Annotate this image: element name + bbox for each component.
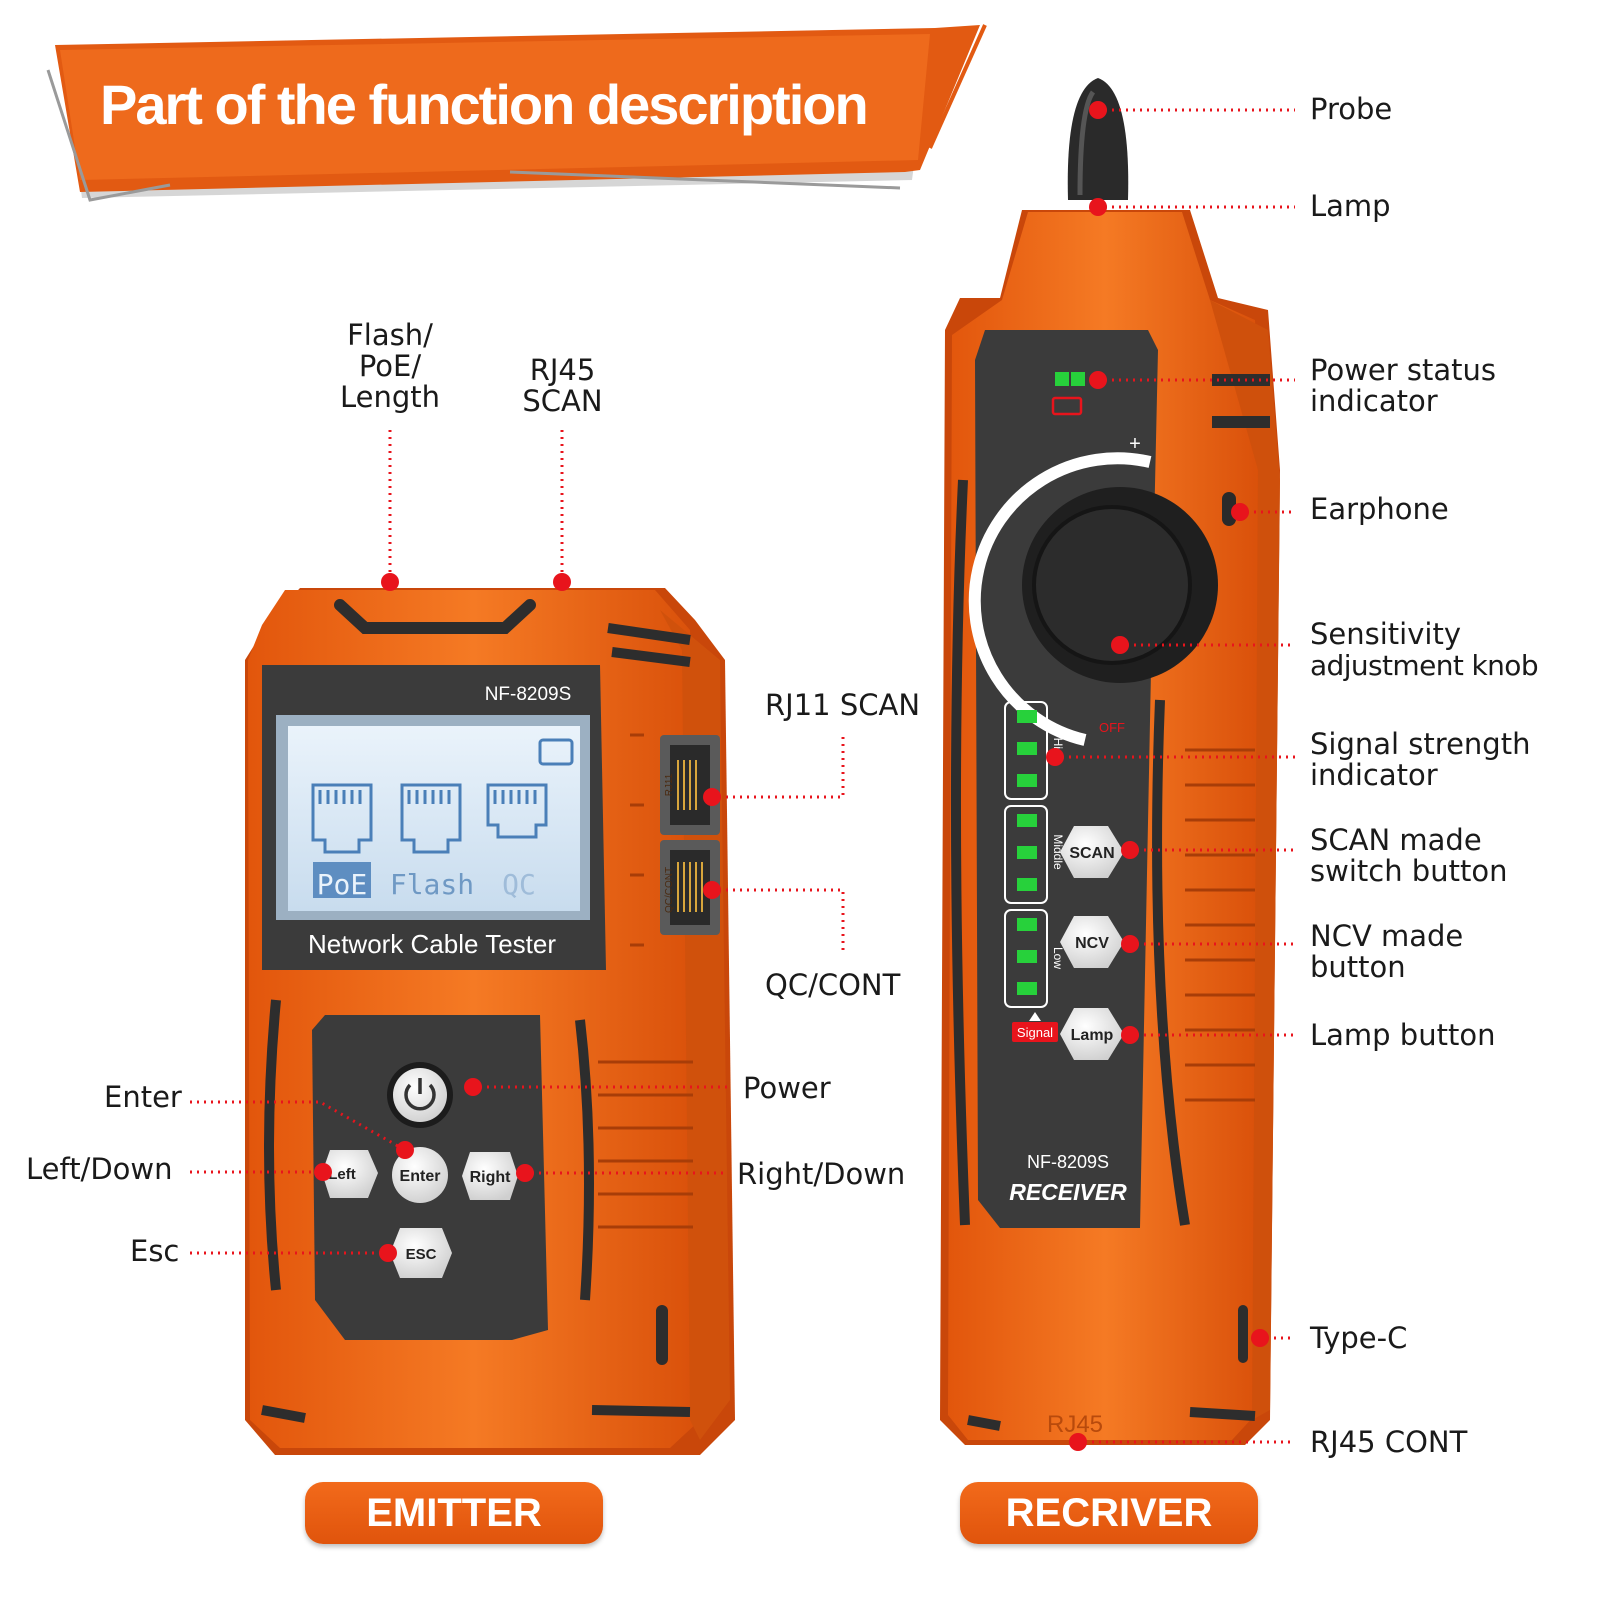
callout-signal-strength: Signal strength indicator xyxy=(1310,729,1530,791)
title-banner xyxy=(46,24,987,202)
screen-mode-flash: Flash xyxy=(390,868,474,901)
callout-line: Flash/ xyxy=(347,318,433,352)
callout-sensitivity: Sensitivity adjustment knob xyxy=(1310,617,1539,682)
callout-line: indicator xyxy=(1310,384,1438,418)
callout-line: Sensitivity xyxy=(1310,617,1461,651)
callout-rj11-scan: RJ11 SCAN xyxy=(765,688,921,722)
callout-line: RJ45 xyxy=(529,353,596,387)
callout-scan-switch: SCAN made switch button xyxy=(1310,825,1507,887)
page-title: Part of the function description xyxy=(100,73,869,136)
callout-right-down: Right/Down xyxy=(737,1157,906,1191)
callout-earphone: Earphone xyxy=(1310,492,1449,526)
callout-line: Power status xyxy=(1310,353,1497,387)
receiver-model: NF-8209S xyxy=(1027,1152,1109,1172)
port-label-qc: QC/CONT xyxy=(664,867,675,913)
rj45-mark: RJ45 xyxy=(1047,1411,1103,1438)
callout-line: Signal strength xyxy=(1310,727,1531,761)
scan-button-label: SCAN xyxy=(1069,845,1114,862)
callout-line: NCV made xyxy=(1310,919,1464,953)
emitter-device: Left Enter Right ESC xyxy=(245,588,735,1455)
left-button-label: Left xyxy=(328,1166,356,1183)
screen-mode-qc: QC xyxy=(502,868,536,901)
receiver-device: + OFF Signal High Middle Low SCAN NCV La… xyxy=(940,78,1280,1445)
callout-lines xyxy=(190,108,1295,1444)
callout-rj45-cont: RJ45 CONT xyxy=(1310,1425,1468,1459)
level-low-label: Low xyxy=(1051,947,1065,969)
callout-line: PoE/ xyxy=(358,349,422,383)
callout-qc-cont: QC/CONT xyxy=(765,968,901,1002)
callout-power: Power xyxy=(743,1071,831,1105)
receiver-label: RECRIVER xyxy=(960,1482,1258,1544)
level-middle-label: Middle xyxy=(1051,834,1065,870)
port-label-rj11: RJ11 xyxy=(664,773,675,796)
callout-esc: Esc xyxy=(130,1234,180,1268)
callout-line: switch button xyxy=(1310,854,1508,888)
callout-ncv-button: NCV made button xyxy=(1310,921,1463,983)
right-button-label: Right xyxy=(470,1169,512,1186)
callout-line: Length xyxy=(339,380,441,414)
esc-button-label: ESC xyxy=(406,1246,437,1263)
screen-mode-poe: PoE xyxy=(317,868,368,901)
knob-off-mark: OFF xyxy=(1099,720,1125,735)
receiver-name: RECEIVER xyxy=(1009,1179,1127,1205)
callout-power-status: Power status indicator xyxy=(1310,355,1496,417)
callout-line: SCAN made xyxy=(1310,823,1482,857)
signal-tag: Signal xyxy=(1017,1025,1053,1040)
callout-lamp: Lamp xyxy=(1310,189,1391,223)
callout-probe: Probe xyxy=(1310,92,1393,126)
enter-button-label: Enter xyxy=(400,1168,441,1185)
emitter-label: EMITTER xyxy=(305,1482,603,1544)
callout-line: adjustment knob xyxy=(1310,649,1539,682)
callout-type-c: Type-C xyxy=(1310,1321,1408,1355)
callout-line: indicator xyxy=(1310,758,1438,792)
emitter-model: NF-8209S xyxy=(485,684,572,705)
callout-dots xyxy=(314,101,1269,1451)
callout-enter: Enter xyxy=(104,1080,182,1114)
callout-line: button xyxy=(1310,950,1406,984)
callout-rj45-scan: RJ45 SCAN xyxy=(505,355,620,417)
knob-plus-mark: + xyxy=(1129,433,1141,455)
callout-line: SCAN xyxy=(522,384,603,418)
callout-flash-poe-length: Flash/ PoE/ Length xyxy=(330,320,450,413)
ncv-button-label: NCV xyxy=(1075,935,1109,952)
callout-left-down: Left/Down xyxy=(26,1152,173,1186)
lamp-button-label: Lamp xyxy=(1071,1027,1114,1044)
emitter-name: Network Cable Tester xyxy=(308,929,556,959)
callout-lamp-button: Lamp button xyxy=(1310,1018,1496,1052)
